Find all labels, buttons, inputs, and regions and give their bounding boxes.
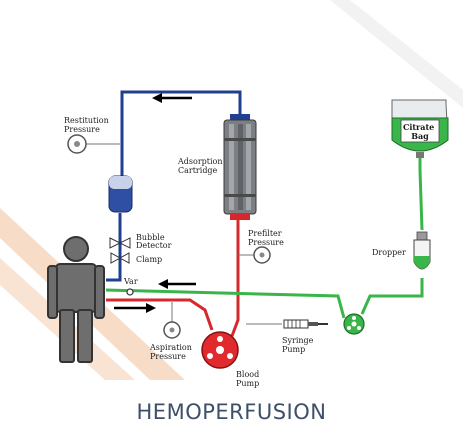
arterial-line [106,218,240,337]
blood-pump-label: Blood Pump [236,370,262,388]
prefilter-pressure-gauge [253,246,271,264]
flow-arrow-middle [158,279,196,289]
citrate-pump [343,313,365,335]
syringe-pump-label: Syringe Pump [282,336,316,354]
prefilter-pressure-line2: Pressure [248,238,284,247]
bubble-detector-line2: Detector [136,241,172,250]
aspiration-pressure-line2: Pressure [150,352,186,361]
diagram-title: HEMOPERFUSION [136,400,327,424]
restitution-pressure-label: Restitution Pressure [64,116,111,134]
aspiration-pressure-label: Aspiration Pressure [149,343,194,361]
restitution-pressure-line1: Restitution [64,116,109,125]
citrate-bag [391,99,449,158]
bubble-detector-label: Bubble Detector [136,233,172,250]
bubble-detector-line1: Bubble [136,233,165,242]
blood-pump-line2: Pump [236,379,259,388]
syringe-icon [283,319,328,329]
aspiration-pressure-line1: Aspiration [149,343,192,352]
citrate-bag-line1: Citrate [403,122,434,132]
adsorption-cartridge [223,114,257,220]
var-label: Var [123,277,138,286]
dropper-label: Dropper [372,248,406,257]
restitution-pressure-line2: Pressure [64,125,100,134]
dropper [413,231,431,270]
flow-arrow-bottom [114,303,156,313]
blood-pump-line1: Blood [236,370,259,379]
adsorption-cartridge-line2: Cartridge [178,166,218,175]
blood-pump [201,331,239,369]
syringe-pump-line1: Syringe [282,336,314,345]
prefilter-pressure-line1: Prefilter [248,229,282,238]
aspiration-pressure-gauge [163,321,181,339]
restitution-pressure-gauge [67,134,87,154]
citrate-line [105,156,424,319]
adsorption-cartridge-line1: Adsorption [177,157,223,166]
citrate-bag-line2: Bag [411,131,429,141]
syringe-pump-line2: Pump [282,345,305,354]
patient-figure [47,236,105,363]
clamp-icon [110,252,130,264]
bubble-detector-icon [109,237,131,249]
citrate-bag-label: Citrate Bag [403,122,437,141]
prefilter-pressure-label: Prefilter Pressure [248,229,284,247]
drip-chamber [108,175,133,213]
var-valve-icon [126,288,134,296]
flow-arrow-top [152,93,192,103]
clamp-label: Clamp [136,255,162,264]
adsorption-cartridge-label: Adsorption Cartridge [177,157,225,175]
